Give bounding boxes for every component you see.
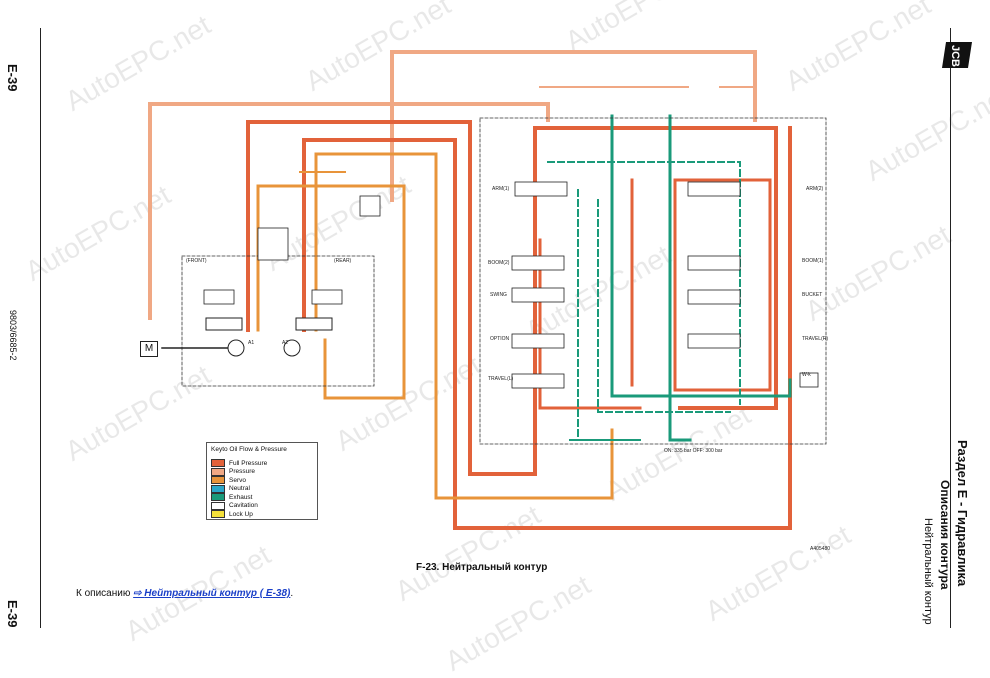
servo-line-b bbox=[314, 152, 614, 500]
legend-swatch bbox=[211, 484, 225, 493]
legend-swatch bbox=[211, 493, 225, 501]
figure-caption: F-23. Нейтральный контур bbox=[416, 562, 548, 573]
legend-swatch bbox=[211, 501, 225, 510]
label-swing: SWING bbox=[490, 292, 507, 298]
legend-label: Neutral bbox=[229, 485, 250, 492]
label-option: OPTION bbox=[490, 336, 510, 342]
legend-title: Keyto Oil Flow & Pressure bbox=[211, 446, 287, 453]
label-arm2: ARM(2) bbox=[806, 186, 824, 192]
hydraulic-circuit-diagram: (FRONT) (REAR) A1 A2 ARM(1) ARM(2) BOOM(… bbox=[148, 50, 830, 552]
control-valve-frame bbox=[479, 117, 827, 445]
label-bucket: BUCKET bbox=[802, 292, 822, 298]
legend-item: Cavitation bbox=[211, 501, 258, 510]
legend-swatch bbox=[211, 510, 225, 518]
svg-text:JCB: JCB bbox=[949, 45, 961, 67]
legend-item: Full Pressure bbox=[211, 459, 267, 467]
footer-prefix: К описанию bbox=[76, 588, 131, 599]
legend-item: Pressure bbox=[211, 467, 256, 476]
exhaust-line-a bbox=[610, 114, 792, 398]
legend-swatch bbox=[211, 476, 225, 484]
legend-label: Exhaust bbox=[229, 493, 253, 501]
label-travel-r: TRAVEL(R) bbox=[802, 336, 828, 342]
label-travel-l: TRAVEL(L) bbox=[488, 376, 514, 382]
legend-label: Full Pressure bbox=[229, 459, 268, 467]
right-margin-rule bbox=[950, 28, 951, 628]
label-rear: (REAR) bbox=[334, 258, 352, 264]
label-boom2: BOOM(2) bbox=[488, 260, 510, 266]
legend-item: Lock Up bbox=[211, 510, 253, 518]
pressure-line-left bbox=[148, 102, 550, 320]
figure-ref-code: A405480 bbox=[810, 546, 830, 552]
legend-label: Servo bbox=[229, 476, 246, 484]
jcb-logo: JCB bbox=[942, 40, 976, 70]
legend-swatch bbox=[211, 467, 225, 476]
footer-link[interactable]: ⇨ Нейтральный контур ( E-38) bbox=[133, 588, 291, 599]
label-boom1: BOOM(1) bbox=[802, 258, 824, 264]
legend-swatch bbox=[211, 459, 225, 467]
full-pressure-block-right bbox=[673, 178, 772, 392]
motor-box: M bbox=[140, 341, 158, 357]
label-wk: W-k bbox=[802, 372, 811, 378]
legend-label: Cavitation bbox=[229, 502, 258, 509]
label-front: (FRONT) bbox=[186, 258, 207, 264]
exhaust-line-b bbox=[668, 114, 692, 442]
servo-line-a bbox=[256, 184, 406, 400]
legend-label: Pressure bbox=[229, 468, 256, 475]
legend-label: Lock Up bbox=[229, 510, 253, 518]
label-a1: A1 bbox=[248, 340, 254, 346]
left-margin-rule bbox=[40, 28, 41, 628]
label-a2: A2 bbox=[282, 340, 288, 346]
label-arm1: ARM(1) bbox=[492, 186, 510, 192]
legend-item: Exhaust bbox=[211, 493, 253, 501]
full-pressure-loop-a bbox=[246, 120, 778, 476]
legend-item: Servo bbox=[211, 476, 246, 484]
label-on-off: ON: 335 bar OFF: 300 bar bbox=[664, 448, 723, 454]
footer-reference: К описанию ⇨ Нейтральный контур ( E-38). bbox=[76, 588, 294, 599]
legend-item: Neutral bbox=[211, 484, 250, 493]
neutral-dashed-a bbox=[547, 161, 741, 405]
